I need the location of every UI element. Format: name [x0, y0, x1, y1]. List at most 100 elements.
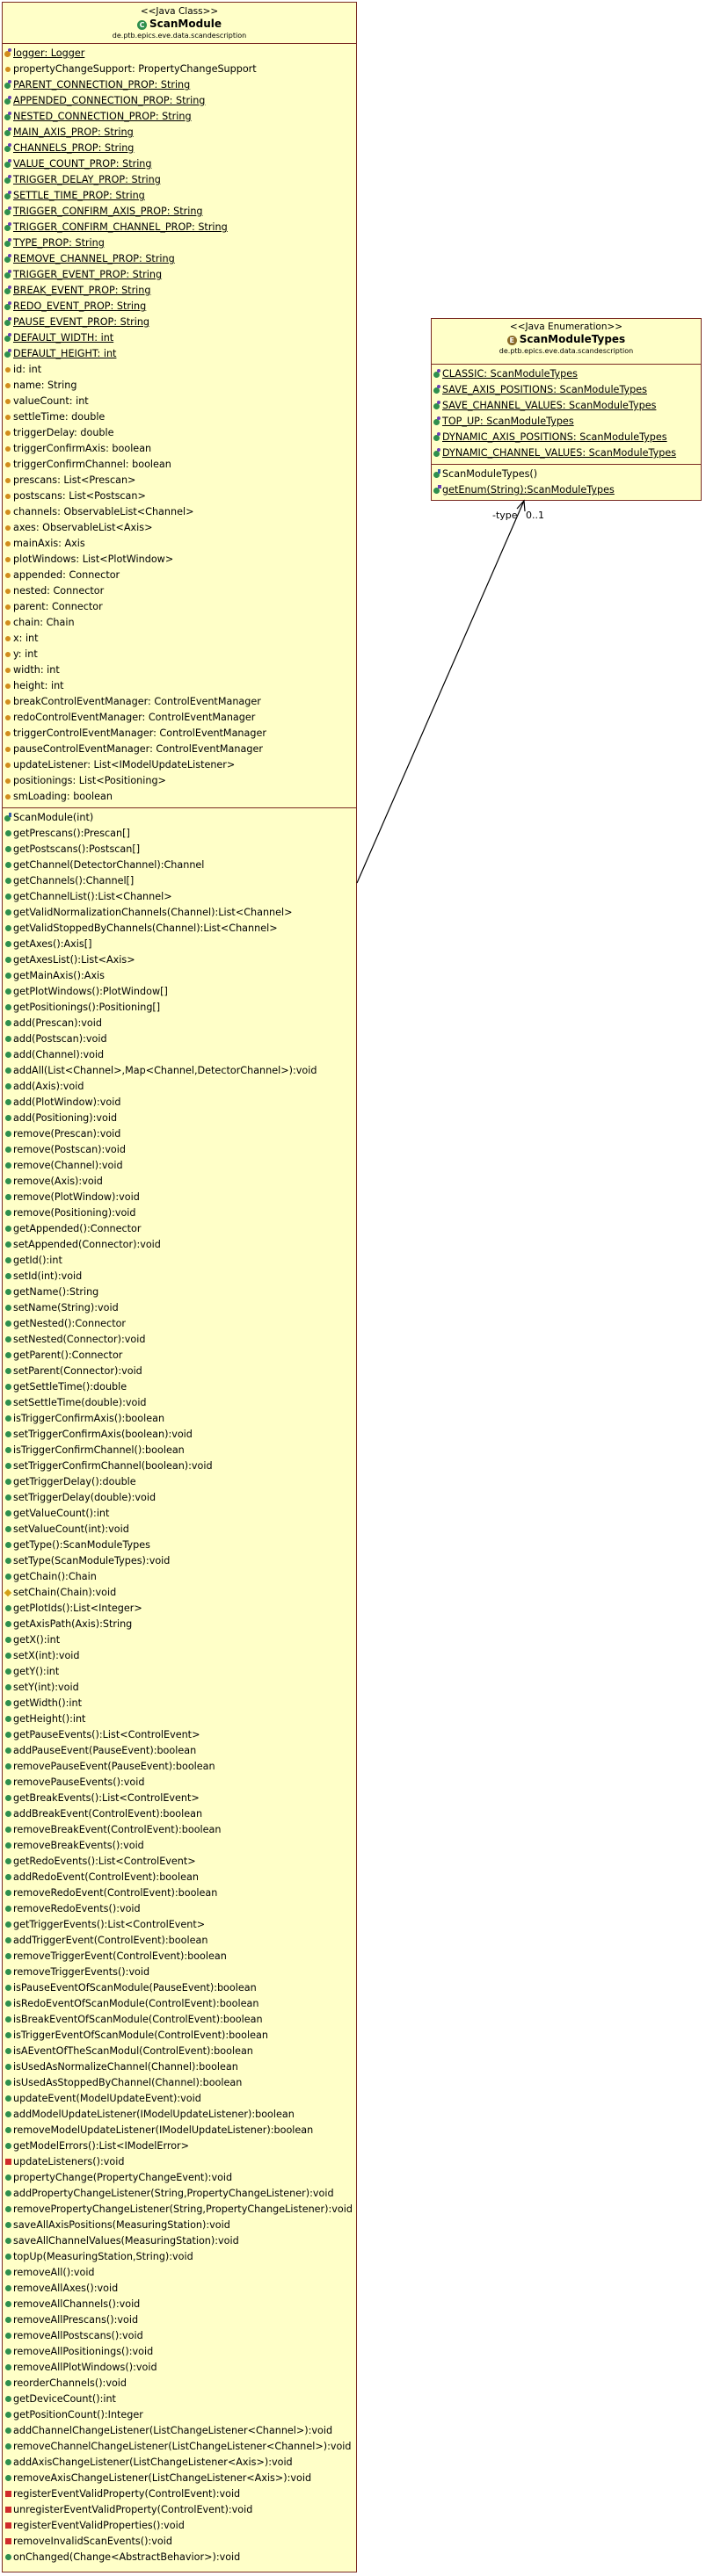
method-row[interactable]: getHeight():int — [3, 1711, 356, 1727]
method-row[interactable]: removeAllAxes():void — [3, 2281, 356, 2297]
field-row[interactable]: triggerConfirmChannel: boolean — [3, 457, 356, 473]
method-row[interactable]: getName():String — [3, 1284, 356, 1300]
method-row[interactable]: setType(ScanModuleTypes):void — [3, 1553, 356, 1569]
method-row[interactable]: isTriggerEventOfScanModule(ControlEvent)… — [3, 2028, 356, 2044]
method-row[interactable]: getType():ScanModuleTypes — [3, 1538, 356, 1553]
method-row[interactable]: registerEventValidProperty(ControlEvent)… — [3, 2486, 356, 2502]
field-row[interactable]: channels: ObservableList<Channel> — [3, 504, 356, 520]
method-row[interactable]: registerEventValidProperties():void — [3, 2518, 356, 2534]
field-row[interactable]: postscans: List<Postscan> — [3, 488, 356, 504]
method-row[interactable]: getValidNormalizationChannels(Channel):L… — [3, 905, 356, 921]
method-row[interactable]: getEnum(String):ScanModuleTypes — [432, 482, 701, 498]
method-row[interactable]: add(Axis):void — [3, 1079, 356, 1095]
method-row[interactable]: removeAllPostscans():void — [3, 2328, 356, 2344]
field-row[interactable]: height: int — [3, 678, 356, 694]
method-row[interactable]: ScanModule(int) — [3, 810, 356, 826]
method-row[interactable]: removeAxisChangeListener(ListChangeListe… — [3, 2471, 356, 2486]
method-row[interactable]: addAll(List<Channel>,Map<Channel,Detecto… — [3, 1063, 356, 1079]
method-row[interactable]: getParent():Connector — [3, 1348, 356, 1364]
method-row[interactable]: removePropertyChangeListener(String,Prop… — [3, 2202, 356, 2218]
method-row[interactable]: getChannels():Channel[] — [3, 873, 356, 889]
method-row[interactable]: removeInvalidScanEvents():void — [3, 2534, 356, 2550]
field-row[interactable]: plotWindows: List<PlotWindow> — [3, 552, 356, 568]
field-row[interactable]: breakControlEventManager: ControlEventMa… — [3, 694, 356, 710]
field-row[interactable]: appended: Connector — [3, 568, 356, 583]
field-row[interactable]: positionings: List<Positioning> — [3, 773, 356, 789]
method-row[interactable]: isAEventOfTheScanModul(ControlEvent):boo… — [3, 2044, 356, 2059]
enum-constant-row[interactable]: SAVE_CHANNEL_VALUES: ScanModuleTypes — [432, 398, 701, 414]
method-row[interactable]: setSettleTime(double):void — [3, 1395, 356, 1411]
field-row[interactable]: pauseControlEventManager: ControlEventMa… — [3, 742, 356, 757]
method-row[interactable]: removeAllPrescans():void — [3, 2312, 356, 2328]
method-row[interactable]: getTriggerEvents():List<ControlEvent> — [3, 1917, 356, 1933]
field-row[interactable]: x: int — [3, 631, 356, 647]
method-row[interactable]: getMainAxis():Axis — [3, 968, 356, 984]
method-row[interactable]: getAxesList():List<Axis> — [3, 952, 356, 968]
enum-constant-row[interactable]: DYNAMIC_CHANNEL_VALUES: ScanModuleTypes — [432, 445, 701, 461]
field-row[interactable]: NESTED_CONNECTION_PROP: String — [3, 109, 356, 125]
method-row[interactable]: getPositionCount():Integer — [3, 2407, 356, 2423]
method-row[interactable]: onChanged(Change<AbstractBehavior>):void — [3, 2550, 356, 2565]
method-row[interactable]: setValueCount(int):void — [3, 1522, 356, 1538]
method-row[interactable]: removeBreakEvents():void — [3, 1838, 356, 1854]
field-row[interactable]: MAIN_AXIS_PROP: String — [3, 125, 356, 141]
method-row[interactable]: addPauseEvent(PauseEvent):boolean — [3, 1743, 356, 1759]
method-row[interactable]: isPauseEventOfScanModule(PauseEvent):boo… — [3, 1980, 356, 1996]
field-row[interactable]: nested: Connector — [3, 583, 356, 599]
method-row[interactable]: getId():int — [3, 1253, 356, 1269]
method-row[interactable]: setTriggerConfirmAxis(boolean):void — [3, 1427, 356, 1443]
method-row[interactable]: getValueCount():int — [3, 1506, 356, 1522]
field-row[interactable]: prescans: List<Prescan> — [3, 473, 356, 488]
method-row[interactable]: getModelErrors():List<IModelError> — [3, 2138, 356, 2154]
method-row[interactable]: setTriggerConfirmChannel(boolean):void — [3, 1458, 356, 1474]
method-row[interactable]: removePauseEvent(PauseEvent):boolean — [3, 1759, 356, 1775]
enum-constant-row[interactable]: DYNAMIC_AXIS_POSITIONS: ScanModuleTypes — [432, 430, 701, 445]
field-row[interactable]: mainAxis: Axis — [3, 536, 356, 552]
method-row[interactable]: remove(Postscan):void — [3, 1142, 356, 1158]
method-row[interactable]: setNested(Connector):void — [3, 1332, 356, 1348]
method-row[interactable]: updateEvent(ModelUpdateEvent):void — [3, 2091, 356, 2107]
method-row[interactable]: add(PlotWindow):void — [3, 1095, 356, 1111]
method-row[interactable]: setAppended(Connector):void — [3, 1237, 356, 1253]
method-row[interactable]: setY(int):void — [3, 1680, 356, 1696]
method-row[interactable]: updateListeners():void — [3, 2154, 356, 2170]
method-row[interactable]: isRedoEventOfScanModule(ControlEvent):bo… — [3, 1996, 356, 2012]
method-row[interactable]: getChannelList():List<Channel> — [3, 889, 356, 905]
field-row[interactable]: logger: Logger — [3, 46, 356, 62]
method-row[interactable]: remove(PlotWindow):void — [3, 1190, 356, 1205]
field-row[interactable]: triggerControlEventManager: ControlEvent… — [3, 726, 356, 742]
method-row[interactable]: removeAllPlotWindows():void — [3, 2360, 356, 2376]
method-row[interactable]: removeBreakEvent(ControlEvent):boolean — [3, 1822, 356, 1838]
method-row[interactable]: removeRedoEvent(ControlEvent):boolean — [3, 1885, 356, 1901]
method-row[interactable]: getNested():Connector — [3, 1316, 356, 1332]
method-row[interactable]: removeRedoEvents():void — [3, 1901, 356, 1917]
field-row[interactable]: CHANNELS_PROP: String — [3, 141, 356, 156]
method-row[interactable]: remove(Channel):void — [3, 1158, 356, 1174]
method-row[interactable]: getPlotWindows():PlotWindow[] — [3, 984, 356, 1000]
field-row[interactable]: BREAK_EVENT_PROP: String — [3, 283, 356, 299]
method-row[interactable]: saveAllAxisPositions(MeasuringStation):v… — [3, 2218, 356, 2233]
method-row[interactable]: removePauseEvents():void — [3, 1775, 356, 1791]
method-row[interactable]: setTriggerDelay(double):void — [3, 1490, 356, 1506]
method-row[interactable]: addPropertyChangeListener(String,Propert… — [3, 2186, 356, 2202]
field-row[interactable]: smLoading: boolean — [3, 789, 356, 805]
field-row[interactable]: TRIGGER_DELAY_PROP: String — [3, 172, 356, 188]
field-row[interactable]: DEFAULT_WIDTH: int — [3, 330, 356, 346]
method-row[interactable]: addBreakEvent(ControlEvent):boolean — [3, 1806, 356, 1822]
method-row[interactable]: getY():int — [3, 1664, 356, 1680]
method-row[interactable]: add(Postscan):void — [3, 1031, 356, 1047]
method-row[interactable]: removeModelUpdateListener(IModelUpdateLi… — [3, 2123, 356, 2138]
method-row[interactable]: ScanModuleTypes() — [432, 467, 701, 482]
enum-constant-row[interactable]: SAVE_AXIS_POSITIONS: ScanModuleTypes — [432, 382, 701, 398]
method-row[interactable]: getBreakEvents():List<ControlEvent> — [3, 1791, 356, 1806]
method-row[interactable]: remove(Prescan):void — [3, 1126, 356, 1142]
method-row[interactable]: addRedoEvent(ControlEvent):boolean — [3, 1870, 356, 1885]
method-row[interactable]: removeTriggerEvents():void — [3, 1965, 356, 1980]
method-row[interactable]: isTriggerConfirmChannel():boolean — [3, 1443, 356, 1458]
method-row[interactable]: getValidStoppedByChannels(Channel):List<… — [3, 921, 356, 937]
method-row[interactable]: getAxisPath(Axis):String — [3, 1617, 356, 1632]
field-row[interactable]: name: String — [3, 378, 356, 394]
method-row[interactable]: getPrescans():Prescan[] — [3, 826, 356, 842]
field-row[interactable]: width: int — [3, 662, 356, 678]
